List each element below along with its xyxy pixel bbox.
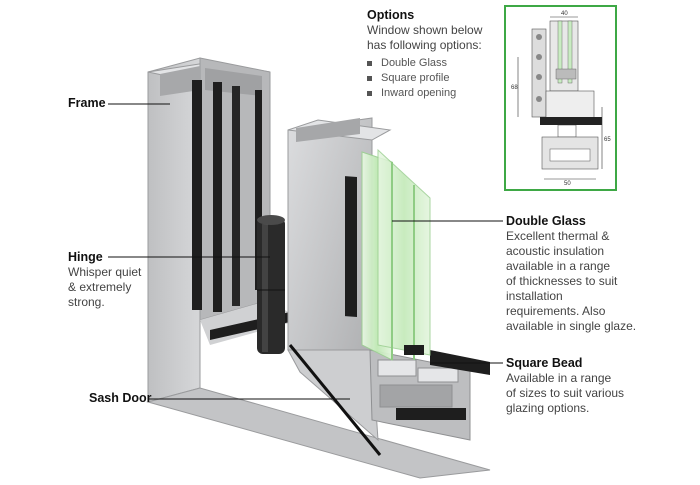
dim-left: 68 bbox=[511, 85, 518, 91]
option-item: Double Glass bbox=[367, 56, 482, 71]
label-sash-door-title: Sash Door bbox=[89, 391, 152, 405]
options-list: Double Glass Square profile Inward openi… bbox=[367, 56, 482, 101]
double-glass-panes bbox=[361, 148, 431, 361]
options-title: Options bbox=[367, 8, 415, 22]
dim-top: 40 bbox=[561, 11, 568, 17]
label-hinge-title: Hinge bbox=[68, 250, 103, 264]
label-sash-door: Sash Door bbox=[89, 391, 152, 406]
option-item: Inward opening bbox=[367, 86, 482, 101]
inset-profile-drawing: 40 68 65 50 bbox=[504, 5, 617, 191]
dim-bottom: 50 bbox=[564, 181, 571, 187]
options-intro: Window shown below has following options… bbox=[367, 23, 483, 52]
label-double-glass-title: Double Glass bbox=[506, 214, 586, 228]
label-square-bead: Square Bead Available in a range of size… bbox=[506, 356, 624, 416]
dim-right: 65 bbox=[604, 137, 611, 143]
frame-profile bbox=[146, 57, 491, 479]
sash-profile bbox=[287, 117, 490, 456]
label-hinge: Hinge Whisper quiet & extremely strong. bbox=[68, 250, 141, 310]
label-double-glass-desc: Excellent thermal & acoustic insulation … bbox=[506, 229, 637, 333]
label-hinge-desc: Whisper quiet & extremely strong. bbox=[68, 265, 142, 309]
label-square-bead-desc: Available in a range of sizes to suit va… bbox=[506, 371, 625, 415]
label-square-bead-title: Square Bead bbox=[506, 356, 583, 370]
hinge bbox=[257, 215, 285, 354]
profile-section-drawing: 40 68 65 50 bbox=[511, 11, 611, 187]
leader-lines bbox=[108, 103, 503, 400]
options-panel: Options Window shown below has following… bbox=[367, 8, 482, 101]
label-frame-title: Frame bbox=[68, 96, 106, 110]
label-double-glass: Double Glass Excellent thermal & acousti… bbox=[506, 214, 636, 334]
option-item: Square profile bbox=[367, 71, 482, 86]
label-frame: Frame bbox=[68, 96, 106, 111]
